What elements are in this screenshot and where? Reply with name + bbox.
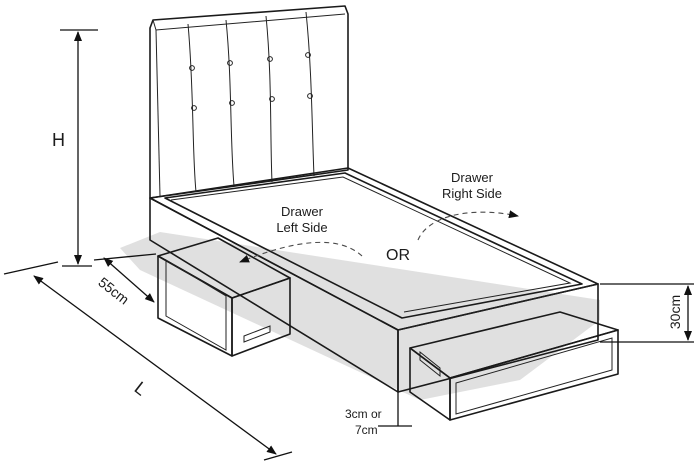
drawer-depth-label: 55cm: [95, 274, 132, 308]
drawer-left-label-line2: Left Side: [276, 220, 327, 235]
drawer-height-label: 30cm: [667, 295, 683, 329]
length-dimension: [3, 261, 293, 461]
height-dimension: [60, 29, 98, 267]
drawer-right-rotation-arrow: [417, 210, 519, 241]
drawer-left-label-line1: Drawer: [281, 204, 324, 219]
drawer-depth-dimension: [93, 253, 157, 303]
right-drawer: [409, 311, 619, 421]
length-label: L: [131, 378, 151, 400]
drawer-left-rotation-arrow: [239, 241, 363, 263]
drawer-height-dimension: [600, 283, 694, 343]
headboard: [149, 5, 349, 199]
drawer-right-label-line2: Right Side: [442, 186, 502, 201]
or-label: OR: [386, 247, 410, 264]
clearance-label-line1: 3cm or: [345, 407, 382, 421]
height-label: H: [52, 130, 65, 150]
clearance-label-line2: 7cm: [355, 423, 378, 437]
drawer-right-label-line1: Drawer: [451, 170, 494, 185]
floor-shadow: [120, 232, 600, 400]
clearance-dimension: [378, 392, 412, 427]
